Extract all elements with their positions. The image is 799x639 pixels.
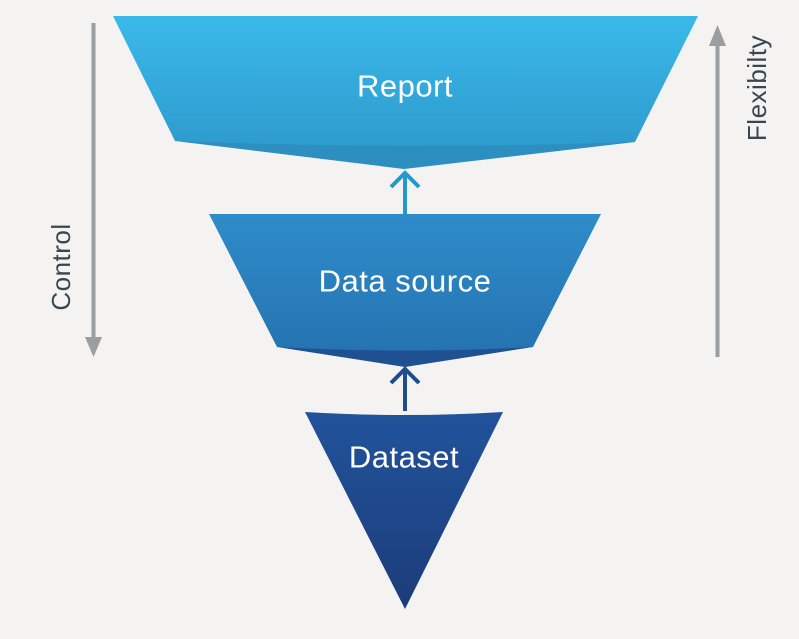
flexibility-axis-label: Flexibilty [742, 35, 772, 141]
report-label: Report [357, 69, 453, 104]
funnel-layer-data-source-shadow [277, 347, 533, 367]
down-arrow-icon [85, 337, 102, 357]
dataset-label: Dataset [349, 440, 459, 475]
flexibility-axis: Flexibilty [709, 25, 772, 357]
up-arrow-icon [389, 366, 421, 411]
control-axis-label: Control [46, 223, 76, 310]
up-arrow-head [389, 366, 421, 385]
up-arrow-icon [709, 25, 726, 46]
funnel-layer-dataset [305, 412, 503, 609]
control-axis: Control [46, 23, 102, 357]
up-arrow-icon [389, 170, 421, 214]
up-arrow-head [389, 170, 421, 189]
funnel-layer-report [113, 16, 698, 169]
data-source-label: Data source [319, 264, 492, 299]
funnel-layer-report-shadow [175, 141, 635, 169]
funnel-layer-data-source [209, 214, 601, 367]
